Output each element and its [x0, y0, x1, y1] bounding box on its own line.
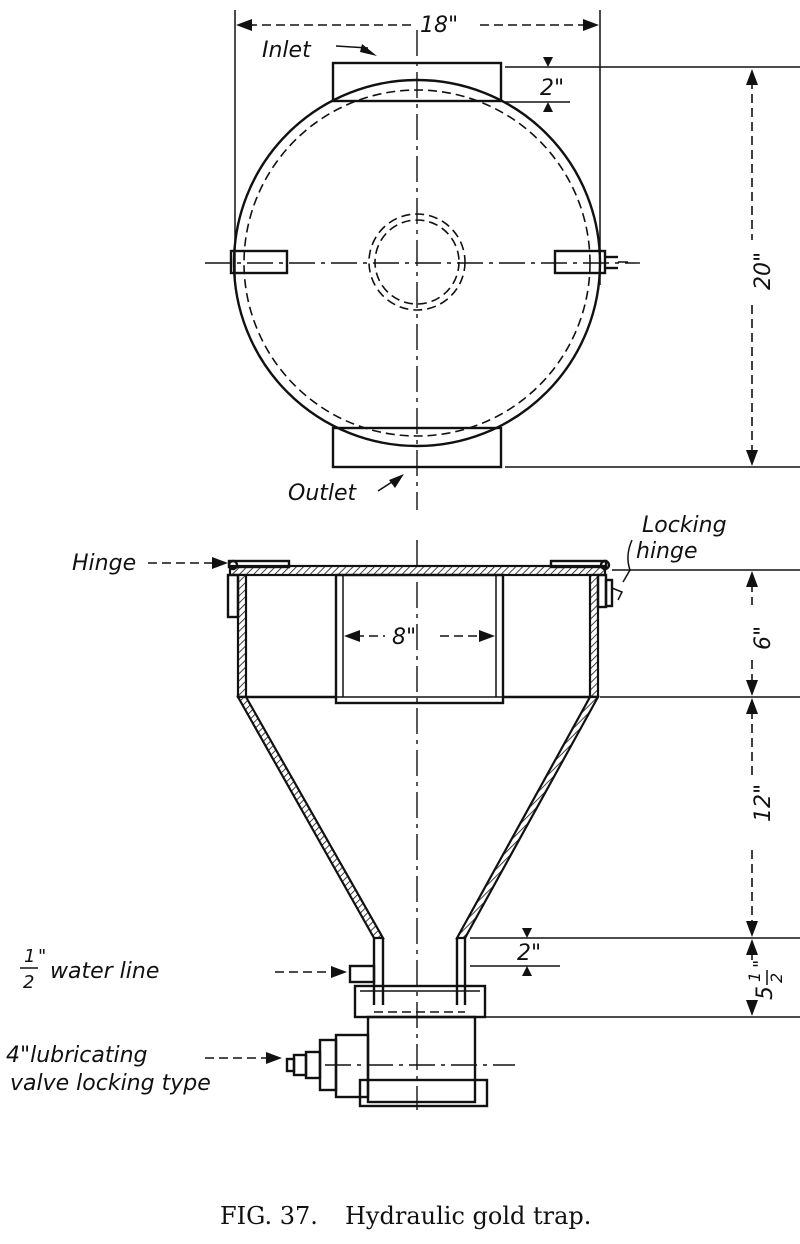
water-line-nipple: [348, 964, 376, 984]
inner-tube: [334, 573, 505, 705]
hinge-pin: [227, 559, 239, 571]
upper-section-dimension: 6": [746, 571, 776, 696]
spout-length-num: 1: [745, 972, 764, 982]
water-line-size-den: 2: [23, 972, 34, 993]
width-label: 18": [420, 13, 458, 38]
locking-hinge-label-1: Locking: [642, 513, 727, 538]
spout-pipe: [372, 938, 467, 1013]
water-line-size-inch: ": [38, 946, 46, 967]
inlet-depth-label: 2": [540, 76, 564, 101]
left-hinge-lug: [229, 249, 289, 275]
cone-right-wall: [455, 695, 600, 940]
valve-label-2: valve locking type: [10, 1071, 211, 1096]
spout-length-inch: ": [750, 960, 771, 968]
valve-label-1: 4"lubricating: [6, 1043, 148, 1068]
width-dimension: 18": [236, 13, 599, 38]
inlet-label: Inlet: [262, 38, 312, 63]
height-label: 20": [751, 252, 776, 290]
locking-hinge-label-2: hinge: [636, 539, 698, 564]
cone-section-label: 12": [751, 784, 776, 822]
inner-tube-label: 8": [392, 625, 416, 650]
plan-view: 18" Inlet Outlet: [205, 10, 800, 510]
hinge-label: Hinge: [72, 551, 136, 576]
lubricating-valve: [285, 1015, 515, 1108]
cone-left-wall: [236, 695, 385, 940]
cone-section-dimension: 12": [746, 698, 776, 937]
spout-length-whole: 5: [753, 986, 778, 1000]
figure-title: Hydraulic gold trap.: [345, 1202, 591, 1230]
upper-section-label: 6": [751, 626, 776, 650]
spout-length-den: 2: [767, 973, 786, 983]
water-line-size-num: 1: [24, 946, 35, 967]
elevation-view: 8" Hinge: [6, 513, 800, 1110]
figure-number: FIG. 37.: [220, 1202, 318, 1230]
spout-offset-label: 2": [517, 941, 541, 966]
figure-caption: FIG. 37. Hydraulic gold trap.: [220, 1202, 591, 1230]
outlet-label: Outlet: [288, 481, 358, 506]
upper-right-wall: [588, 573, 600, 699]
water-line-label: water line: [50, 959, 159, 984]
right-lock-lug: [553, 249, 607, 275]
spout-length-dimension: 5 1 2 ": [745, 939, 786, 1016]
inner-tube-dimension: 8": [344, 625, 495, 650]
